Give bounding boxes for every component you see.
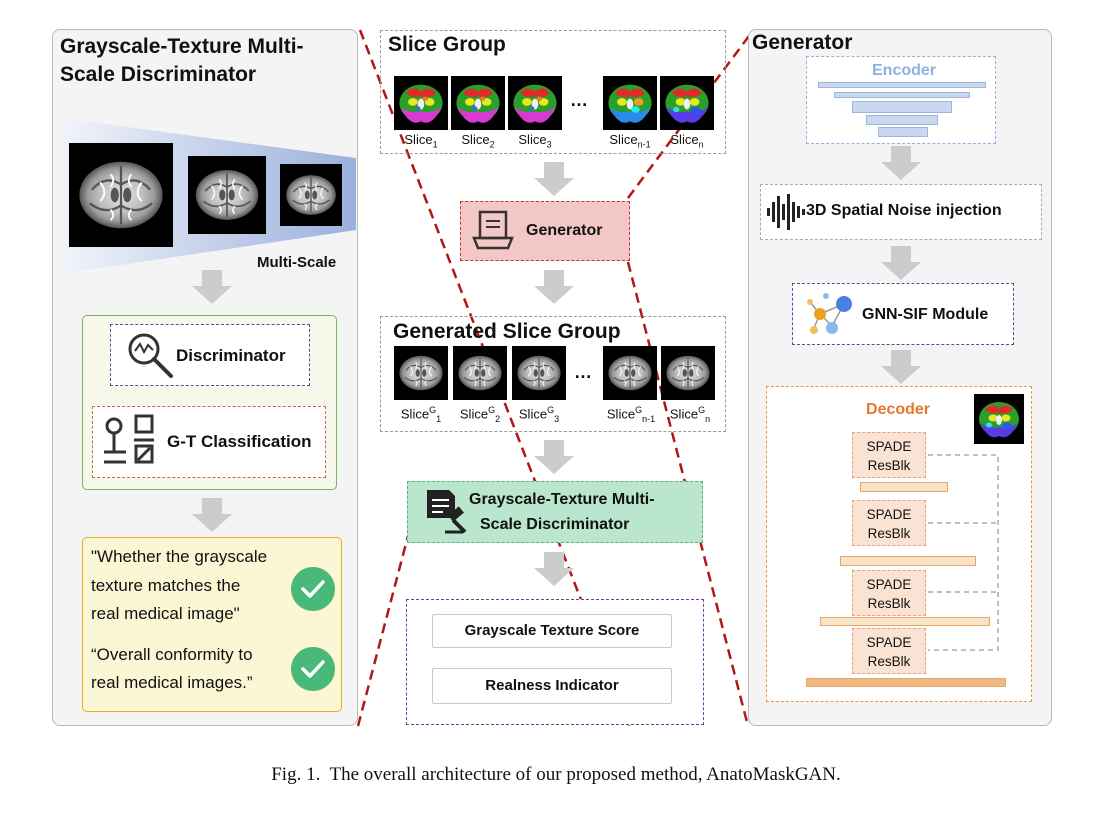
decoder-feature-4: [806, 678, 1006, 687]
check-icon-1: [291, 567, 335, 611]
mid-arrow-1: [534, 162, 574, 196]
grayscale-texture-score: Grayscale Texture Score: [432, 614, 672, 648]
right-arrow-2: [881, 246, 921, 280]
decoder-label: Decoder: [866, 401, 931, 418]
gen-slice-2-label: SliceG2: [459, 405, 501, 424]
slice-n-label: Slicen: [670, 132, 704, 150]
spade-2-l2: ResBlk: [867, 526, 911, 541]
gt-classification-label: G-T Classification: [167, 432, 312, 451]
magnifier-icon: [128, 333, 173, 378]
gnn-sif-label: GNN-SIF Module: [862, 306, 989, 323]
gavel-document-icon: [427, 490, 467, 534]
classification-icon: [104, 414, 154, 464]
waveform-icon: [767, 194, 805, 230]
mid-arrow-4: [534, 552, 574, 586]
slice-n-1-label: Slicen-1: [609, 132, 651, 150]
gen-slice-n-1-label: SliceGn-1: [606, 405, 656, 424]
slice-2-label: Slice2: [461, 132, 495, 150]
realness-indicator: Realness Indicator: [432, 668, 672, 704]
graph-network-icon: [807, 293, 852, 334]
discriminator-main-line2: Scale Discriminator: [480, 516, 630, 533]
slice-1-image: [394, 76, 448, 130]
gen-slice-3-image: [512, 346, 566, 400]
spade-4-l2: ResBlk: [867, 654, 911, 669]
gen-slice-n-image: [661, 346, 715, 400]
encoder-layer-5: [878, 127, 928, 137]
encoder-layer-3: [852, 101, 952, 113]
gen-slice-2-image: [453, 346, 507, 400]
discriminator-main-line1: Grayscale-Texture Multi-: [469, 491, 655, 508]
gen-slice-1-label: SliceG1: [400, 405, 442, 424]
decoder-mask-image: [974, 394, 1024, 444]
slice-group-title: Slice Group: [388, 33, 506, 56]
generator-icon: [472, 210, 514, 250]
quote2-line2: real medical images.”: [91, 673, 253, 692]
noise-injection-label: 3D Spatial Noise injection: [806, 202, 1002, 219]
spade-3-l1: SPADE: [866, 577, 912, 592]
slice-3-label: Slice3: [518, 132, 552, 150]
spade-1-l2: ResBlk: [867, 458, 911, 473]
right-arrow-1: [881, 146, 921, 180]
gen-slice-1-image: [394, 346, 448, 400]
gen-slice-3-label: SliceG3: [518, 405, 560, 424]
quote1-line3: real medical image": [91, 604, 240, 623]
quote1-line2: texture matches the: [91, 576, 241, 595]
encoder-layer-1: [818, 82, 986, 88]
slice-n-1-image: [603, 76, 657, 130]
slice-ellipsis: …: [570, 90, 588, 110]
discriminator-label: Discriminator: [176, 346, 286, 365]
encoder-layer-2: [834, 92, 970, 98]
decoder-feature-2: [840, 556, 976, 566]
generated-slice-group-box: [380, 316, 726, 432]
left-panel-title-line2: Scale Discriminator: [60, 63, 257, 86]
slice-2-image: [451, 76, 505, 130]
decoder-feature-1: [860, 482, 948, 492]
gt-classification-box: [92, 406, 326, 478]
spade-resblk-4: SPADE ResBlk: [852, 628, 926, 674]
multiscale-label: Multi-Scale: [257, 254, 337, 271]
left-panel-title-line1: Grayscale-Texture Multi-: [60, 35, 304, 58]
check-icon-2: [291, 647, 335, 691]
spade-resblk-2: SPADE ResBlk: [852, 500, 926, 546]
right-arrow-3: [881, 350, 921, 384]
figure-caption: Fig. 1. The overall architecture of our …: [271, 764, 841, 785]
spade-resblk-3: SPADE ResBlk: [852, 570, 926, 616]
generated-slice-group-title: Generated Slice Group: [393, 320, 621, 343]
mid-arrow-3: [534, 440, 574, 474]
decoder-feature-3: [820, 617, 990, 626]
skip-connections: [928, 454, 999, 651]
noise-injection-box: [760, 184, 1042, 240]
gnn-sif-box: [792, 283, 1014, 345]
quote2-line1: “Overall conformity to: [91, 645, 253, 664]
spade-2-l1: SPADE: [866, 507, 912, 522]
right-panel-title: Generator: [752, 31, 853, 54]
spade-3-l2: ResBlk: [867, 596, 911, 611]
spade-resblk-1: SPADE ResBlk: [852, 432, 926, 478]
generator-label: Generator: [526, 222, 603, 239]
gen-slice-n-1-image: [603, 346, 657, 400]
gen-slice-n-label: SliceGn: [669, 405, 711, 424]
slice-group-box: [380, 30, 726, 154]
gen-slice-ellipsis: …: [574, 362, 592, 382]
mid-arrow-2: [534, 270, 574, 304]
slice-3-image: [508, 76, 562, 130]
encoder-layer-4: [866, 115, 938, 125]
slice-1-label: Slice1: [404, 132, 438, 150]
slice-n-image: [660, 76, 714, 130]
quote1-line1: "Whether the grayscale: [91, 547, 268, 566]
spade-1-l1: SPADE: [866, 439, 912, 454]
encoder-label: Encoder: [872, 62, 937, 79]
spade-4-l1: SPADE: [866, 635, 912, 650]
